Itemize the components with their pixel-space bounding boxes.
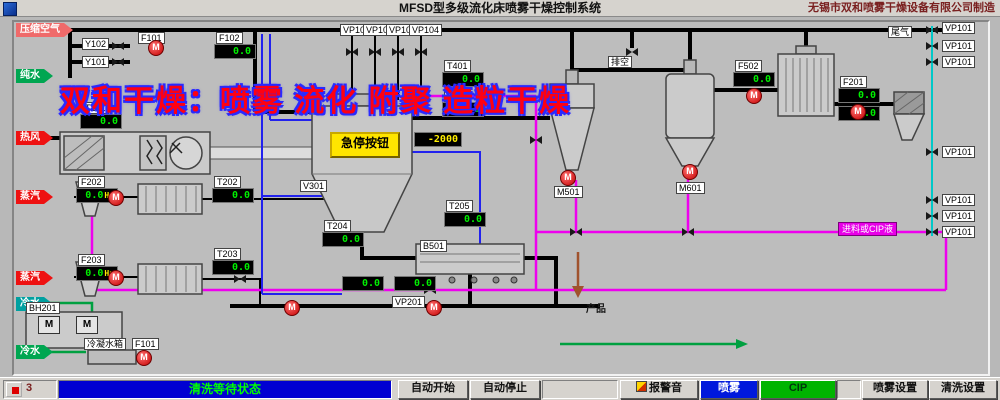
spray-mode-button[interactable]: 喷雾 xyxy=(700,380,758,399)
tag-VP104: VP104 xyxy=(409,24,443,36)
cip-mode-button[interactable]: CIP xyxy=(760,380,836,399)
tag-VP101-r2: VP101 xyxy=(942,40,976,52)
gauge-T202: 0.0 xyxy=(212,188,254,203)
gauge-VP201-a: 0.0 xyxy=(342,276,384,291)
gauge-T205: 0.0 xyxy=(444,212,486,227)
tag-F101-bottom: F101 xyxy=(132,338,159,350)
spacer-panel xyxy=(542,380,618,399)
tag-T201: T201 xyxy=(82,102,109,114)
tag-vent: 排空 xyxy=(608,56,633,68)
auto-start-button[interactable]: 自动开始 xyxy=(398,380,468,399)
tag-VP101-r3: VP101 xyxy=(942,56,976,68)
gauge-T204: 0.0 xyxy=(322,232,364,247)
pump[interactable]: M xyxy=(426,300,442,316)
tag-T202: T202 xyxy=(214,176,241,188)
alarm-led-icon xyxy=(12,387,19,394)
tag-F401: F401 xyxy=(444,90,471,102)
pump[interactable]: M xyxy=(108,270,124,286)
clean-settings-button[interactable]: 清洗设置 xyxy=(929,380,997,399)
gauge-T203: 0.0 xyxy=(212,260,254,275)
pump[interactable]: M xyxy=(284,300,300,316)
tag-F502: F502 xyxy=(735,60,762,72)
tag-F202: F202 xyxy=(78,176,105,188)
gauge-level: -2000 xyxy=(414,132,462,147)
alarm-ack-button[interactable] xyxy=(6,382,22,397)
emergency-stop-button[interactable]: 急停按钮 xyxy=(330,132,400,158)
speaker-icon xyxy=(636,381,647,392)
tag-VP101-r4: VP101 xyxy=(942,146,976,158)
pump[interactable]: M xyxy=(850,104,866,120)
tag-BH201: BH201 xyxy=(26,302,60,314)
agitator-motor[interactable]: M xyxy=(38,316,60,334)
page-title: MFSD型多级流化床喷雾干燥控制系统 xyxy=(399,1,601,15)
tag-F102: F102 xyxy=(216,32,243,44)
gauge-F401: 0.0 xyxy=(442,102,484,117)
feed-compressed-air: 压缩空气 xyxy=(16,23,73,37)
pump[interactable]: M xyxy=(560,170,576,186)
feed-steam-1: 蒸汽 xyxy=(16,190,53,204)
tag-Y102: Y102 xyxy=(82,38,110,50)
tag-V301: V301 xyxy=(300,180,328,192)
tag-M501: M501 xyxy=(554,186,583,198)
alarm-counter-panel[interactable]: 3 xyxy=(3,380,57,399)
tag-Y101: Y101 xyxy=(82,56,110,68)
gauge-VP201-b: 0.0 xyxy=(394,276,436,291)
tag-VP101-r6: VP101 xyxy=(942,210,976,222)
auto-stop-button[interactable]: 自动停止 xyxy=(470,380,540,399)
tag-T203: T203 xyxy=(214,248,241,260)
feed-pure-water: 纯水 xyxy=(16,69,53,83)
tag-T204: T204 xyxy=(324,220,351,232)
feed-steam-2: 蒸汽 xyxy=(16,271,53,285)
mute-alarm-button[interactable]: 报警音 xyxy=(620,380,698,399)
spray-settings-button[interactable]: 喷雾设置 xyxy=(862,380,928,399)
gauge-T201: 0.0 xyxy=(80,114,122,129)
tag-T205: T205 xyxy=(446,200,473,212)
tag-B501: B501 xyxy=(420,240,448,252)
status-bar: 清洗等待状态 xyxy=(58,380,392,399)
spacer-panel xyxy=(837,380,861,399)
agitator-motor[interactable]: M xyxy=(76,316,98,334)
tag-tail-gas: 尾气 xyxy=(888,26,913,38)
alarm-count: 3 xyxy=(26,382,33,394)
app-icon xyxy=(3,2,17,16)
tag-VP201: VP201 xyxy=(392,296,426,308)
gauge-T401: 0.0 xyxy=(442,72,484,87)
diagram-frame xyxy=(12,20,990,376)
tag-F201: F201 xyxy=(840,76,867,88)
pump[interactable]: M xyxy=(136,350,152,366)
tag-VP101-r7: VP101 xyxy=(942,226,976,238)
control-bar: 3 清洗等待状态 自动开始 自动停止 报警音 喷雾 CIP 喷雾设置 清洗设置 xyxy=(0,377,1000,400)
pump[interactable]: M xyxy=(746,88,762,104)
tag-T401: T401 xyxy=(444,60,471,72)
gauge-F502: 0.0 xyxy=(733,72,775,87)
title-bar: MFSD型多级流化床喷雾干燥控制系统 无锡市双和喷雾干燥设备有限公司制造 xyxy=(0,0,1000,17)
gauge-F102: 0.0 xyxy=(214,44,256,59)
pump[interactable]: M xyxy=(682,164,698,180)
cip-feed-label: 进料或CIP液 xyxy=(838,222,898,236)
product-label: 产品 xyxy=(586,304,606,315)
gauge-F201: 0.0 xyxy=(838,88,880,103)
tag-VP101-r5: VP101 xyxy=(942,194,976,206)
tag-M601: M601 xyxy=(676,182,705,194)
pump[interactable]: M xyxy=(108,190,124,206)
tag-F203: F203 xyxy=(78,254,105,266)
tag-condensate-tank: 冷凝水箱 xyxy=(84,338,127,350)
tag-VP101-r1: VP101 xyxy=(942,22,976,34)
company-label: 无锡市双和喷雾干燥设备有限公司制造 xyxy=(808,2,995,14)
pump[interactable]: M xyxy=(148,40,164,56)
